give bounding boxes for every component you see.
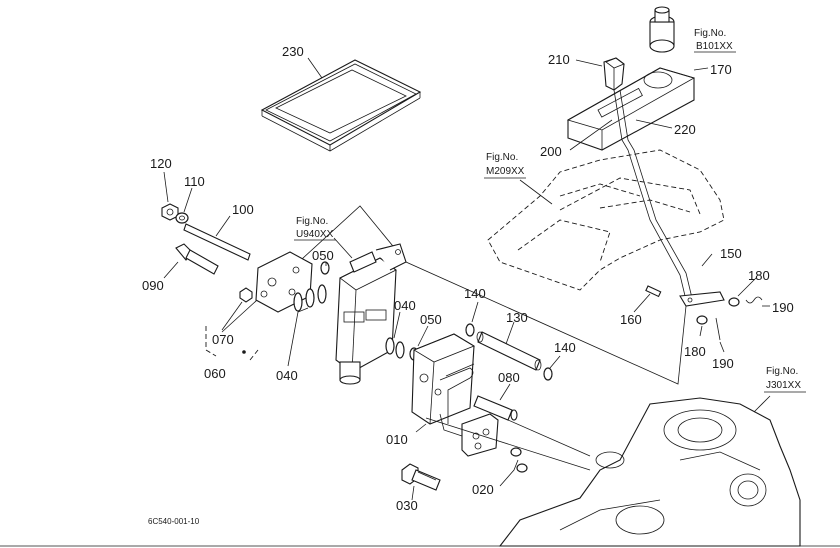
part-b101-cap xyxy=(649,6,675,53)
label-050-left: 050 xyxy=(312,248,334,263)
label-220: 220 xyxy=(674,122,696,137)
fender-outline xyxy=(487,149,725,291)
part-050-oring-left xyxy=(320,261,330,275)
part-150-lever xyxy=(679,253,725,307)
part-130-pipe xyxy=(476,321,542,371)
label-190-b: 190 xyxy=(712,356,734,371)
label-200: 200 xyxy=(540,144,562,159)
part-190-pin-a xyxy=(745,296,770,307)
part-140-oring-a xyxy=(465,301,479,337)
label-210: 210 xyxy=(548,52,570,67)
part-230-manual xyxy=(260,57,422,152)
label-110: 110 xyxy=(184,174,205,189)
part-180-washer-a xyxy=(728,277,757,307)
label-150: 150 xyxy=(720,246,742,261)
part-210-knob xyxy=(575,57,625,91)
label-070: 070 xyxy=(212,332,234,347)
label-180-b: 180 xyxy=(684,344,706,359)
label-050-right: 050 xyxy=(420,312,442,327)
label-080: 080 xyxy=(498,370,520,385)
label-230: 230 xyxy=(282,44,304,59)
svg-text:Fig.No.: Fig.No. xyxy=(486,152,518,163)
label-140-b: 140 xyxy=(554,340,576,355)
part-090-bolt xyxy=(163,243,219,279)
part-080-plug xyxy=(473,383,518,421)
part-070-nut xyxy=(221,287,253,331)
part-120-nut xyxy=(161,171,179,221)
figref-j301[interactable]: Fig.No. J301XX xyxy=(764,366,806,393)
part-200-lever-rod xyxy=(569,89,693,301)
svg-text:Fig.No.: Fig.No. xyxy=(766,366,798,377)
part-140-oring-b xyxy=(543,355,561,381)
svg-text:B101XX: B101XX xyxy=(696,41,733,52)
label-030: 030 xyxy=(396,498,418,513)
part-040-orings-left xyxy=(287,284,327,367)
bracket-dot xyxy=(242,350,246,354)
label-190-a: 190 xyxy=(772,300,794,315)
label-120: 120 xyxy=(150,156,172,171)
label-100: 100 xyxy=(232,202,254,217)
label-060: 060 xyxy=(204,366,226,381)
part-170-panel xyxy=(566,67,709,151)
transmission-housing xyxy=(425,395,801,547)
label-180-a: 180 xyxy=(748,268,770,283)
svg-text:U940XX: U940XX xyxy=(296,229,334,240)
label-040-left: 040 xyxy=(276,368,298,383)
figref-m209[interactable]: Fig.No. M209XX xyxy=(484,152,526,179)
part-110-washer xyxy=(175,187,193,224)
part-040-orings-right xyxy=(385,311,405,359)
part-010-block xyxy=(411,333,499,457)
label-040-right: 040 xyxy=(394,298,416,313)
part-180-washer-b xyxy=(696,315,708,337)
part-190-pin-b xyxy=(715,317,725,353)
svg-text:Fig.No.: Fig.No. xyxy=(296,216,328,227)
svg-text:M209XX: M209XX xyxy=(486,166,525,177)
svg-text:Fig.No.: Fig.No. xyxy=(694,28,726,39)
figref-u940[interactable]: Fig.No. U940XX xyxy=(294,216,336,241)
part-160-pin xyxy=(633,285,662,313)
part-030-bolt xyxy=(401,463,441,501)
label-170: 170 xyxy=(710,62,732,77)
label-130: 130 xyxy=(506,310,528,325)
part-020-orings xyxy=(499,447,528,487)
figref-b101[interactable]: Fig.No. B101XX xyxy=(694,28,736,53)
label-010: 010 xyxy=(386,432,408,447)
label-020: 020 xyxy=(472,482,494,497)
label-160: 160 xyxy=(620,312,642,327)
part-100-stud xyxy=(183,215,251,261)
label-140-a: 140 xyxy=(464,286,486,301)
diagram-code: 6C540-001-10 xyxy=(148,517,200,526)
label-090: 090 xyxy=(142,278,164,293)
svg-text:J301XX: J301XX xyxy=(766,380,801,391)
